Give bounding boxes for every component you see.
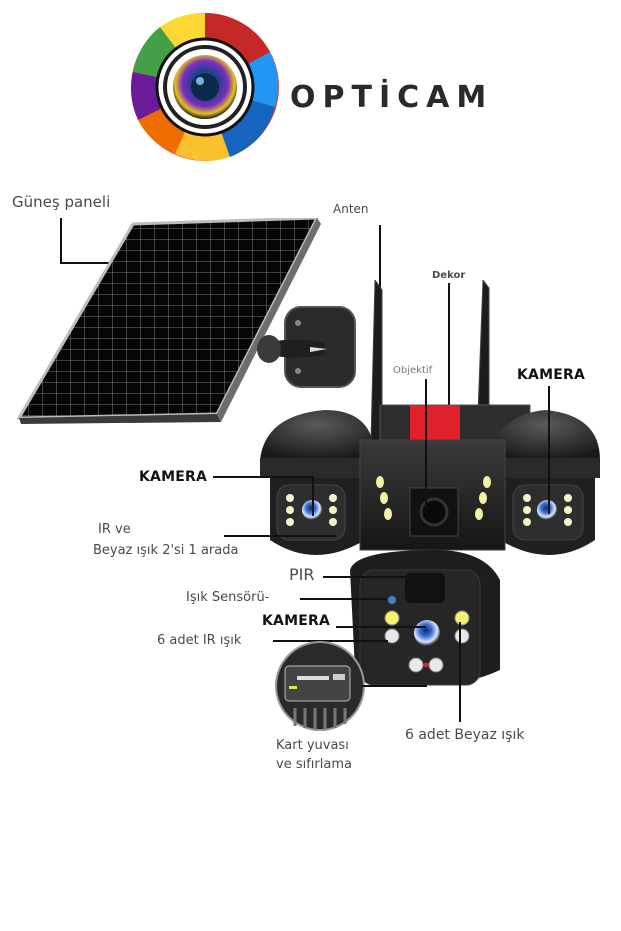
pir-label: PIR bbox=[289, 565, 315, 584]
antenna-leader bbox=[379, 225, 381, 320]
brand-logo bbox=[130, 12, 280, 162]
antenna-label: Anten bbox=[333, 202, 369, 216]
lens-label: Objektif bbox=[393, 365, 433, 376]
camera-bottom-label: KAMERA bbox=[262, 613, 330, 629]
card-slot-leader bbox=[362, 685, 427, 687]
camera-lens-rainbow-icon bbox=[131, 12, 279, 161]
solar-panel-image bbox=[15, 216, 325, 428]
card-slot-label-line1: Kart yuvası bbox=[276, 738, 349, 753]
light-sensor-leader bbox=[300, 598, 386, 600]
solar-panel-leader-h bbox=[60, 262, 118, 264]
solar-panel-leader bbox=[60, 218, 62, 264]
card-slot-inset-image bbox=[275, 638, 365, 733]
ir-lights-label: 6 adet IR ışık bbox=[157, 633, 242, 648]
solar-panel-label: Güneş paneli bbox=[12, 193, 111, 211]
card-slot-label-line2: ve sıfırlama bbox=[276, 757, 352, 772]
camera-bottom-leader bbox=[336, 626, 426, 628]
pir-leader bbox=[323, 576, 430, 578]
lens-leader bbox=[425, 379, 427, 509]
camera-left-leader-h bbox=[213, 476, 313, 478]
ir-white-leader bbox=[224, 535, 336, 537]
mount-bracket bbox=[255, 305, 360, 395]
camera-right-label: KAMERA bbox=[517, 367, 585, 383]
ir-white-label-line2: Beyaz ışık 2'si 1 arada bbox=[93, 543, 239, 558]
white-lights-label: 6 adet Beyaz ışık bbox=[405, 727, 525, 743]
camera-left-label: KAMERA bbox=[139, 469, 207, 485]
ir-lights-leader bbox=[273, 640, 388, 642]
camera-body-image bbox=[255, 278, 610, 690]
decor-leader bbox=[448, 283, 450, 443]
white-lights-leader bbox=[459, 622, 461, 722]
brand-name: OPTİCAM bbox=[290, 80, 494, 115]
ir-white-label-line1: IR ve bbox=[98, 522, 131, 537]
light-sensor-label: Işık Sensörü- bbox=[186, 590, 270, 605]
camera-left-leader-v bbox=[312, 476, 314, 516]
camera-right-leader bbox=[548, 386, 550, 514]
decor-label: Dekor bbox=[432, 270, 466, 281]
